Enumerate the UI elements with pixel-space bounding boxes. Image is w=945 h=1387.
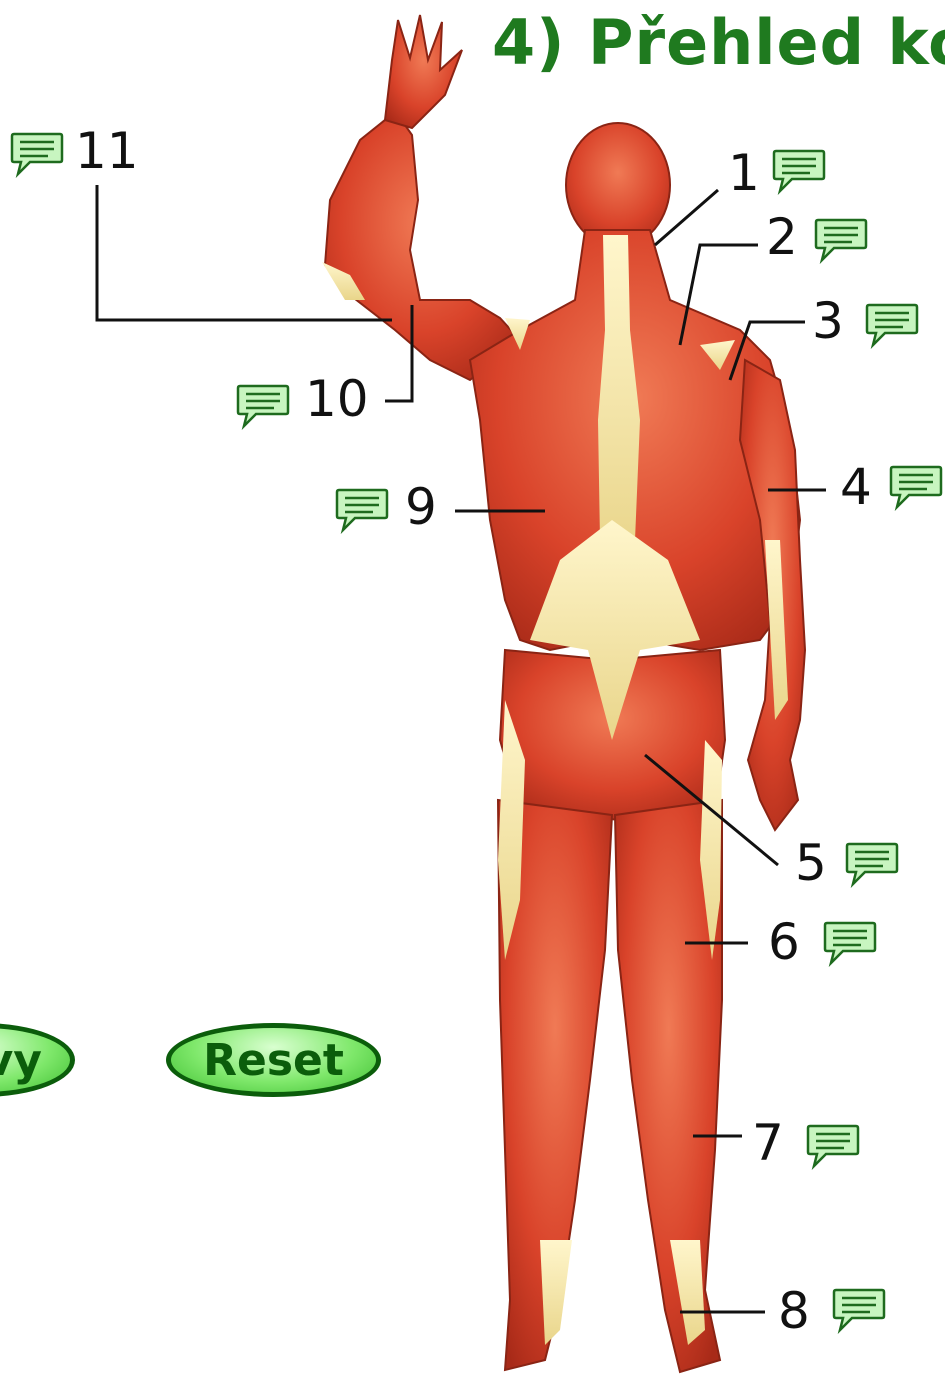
label-11: 11 (75, 126, 139, 176)
label-1: 1 (728, 148, 760, 198)
speech-bubble-icon[interactable] (814, 216, 868, 264)
reset-button[interactable]: Reset (166, 1023, 381, 1097)
label-5: 5 (795, 838, 827, 888)
label-3: 3 (812, 296, 844, 346)
speech-bubble-icon[interactable] (335, 486, 389, 534)
label-10: 10 (305, 374, 369, 424)
speech-bubble-icon[interactable] (236, 382, 290, 430)
speech-bubble-icon[interactable] (10, 130, 64, 178)
speech-bubble-icon[interactable] (832, 1286, 886, 1334)
body-silhouette (325, 15, 805, 1372)
label-9: 9 (405, 482, 437, 532)
label-8: 8 (778, 1286, 810, 1336)
speech-bubble-icon[interactable] (823, 919, 877, 967)
page-title: 4) Přehled kos (492, 6, 945, 79)
speech-bubble-icon[interactable] (865, 301, 919, 349)
label-4: 4 (840, 462, 872, 512)
label-7: 7 (752, 1118, 784, 1168)
label-6: 6 (768, 917, 800, 967)
speech-bubble-icon[interactable] (806, 1122, 860, 1170)
speech-bubble-icon[interactable] (889, 463, 943, 511)
speech-bubble-icon[interactable] (772, 147, 826, 195)
label-2: 2 (766, 212, 798, 262)
speech-bubble-icon[interactable] (845, 840, 899, 888)
